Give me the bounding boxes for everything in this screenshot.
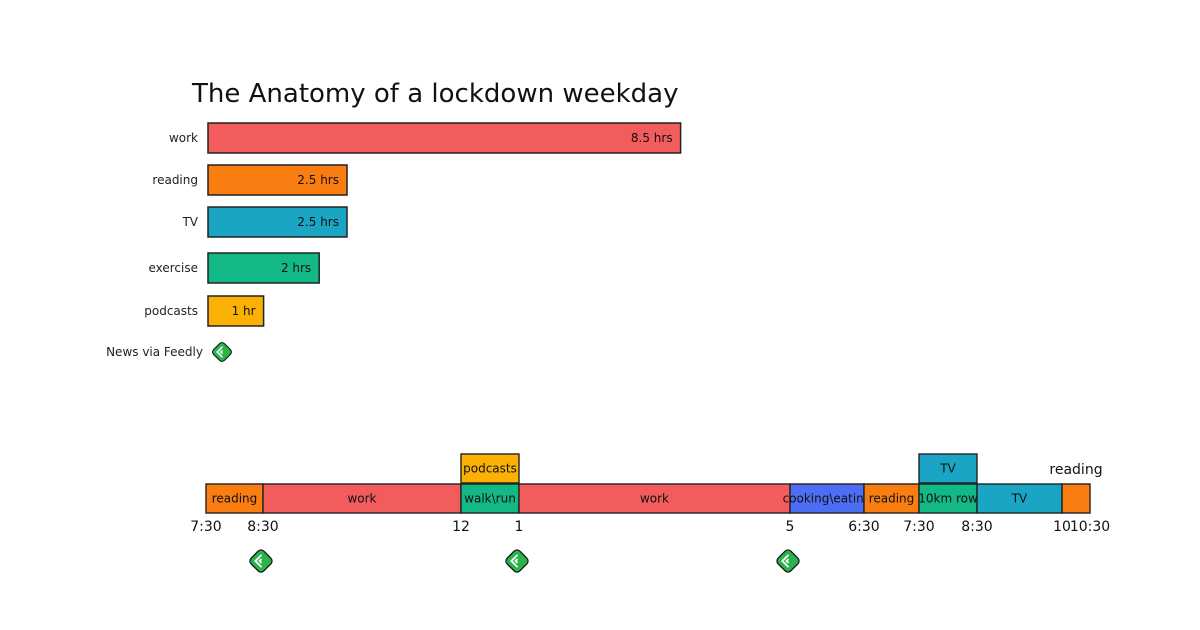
tick-label: 8:30 — [247, 519, 278, 535]
tick-label: 10 — [1053, 519, 1071, 535]
bar-exercise — [207, 252, 320, 284]
segment-exercise-label: walk\run — [464, 492, 516, 506]
value-label: 2.5 hrs — [297, 173, 339, 187]
feedly-icon-body — [776, 549, 800, 573]
tick-label: 1 — [515, 519, 524, 535]
segment-reading-label: reading — [212, 492, 258, 506]
segment-tv-label: TV — [1011, 492, 1028, 506]
timeline-annotation: reading — [1049, 462, 1102, 478]
tick-label: 12 — [452, 519, 470, 535]
feedly-row: News via Feedly — [106, 342, 232, 362]
feedly-icon — [505, 549, 529, 573]
category-label: exercise — [148, 261, 198, 275]
segment-podcasts — [460, 453, 520, 484]
segment-work-label: work — [640, 492, 669, 506]
value-label: 2.5 hrs — [297, 215, 339, 229]
feedly-icon-glyph — [216, 346, 223, 358]
feedly-icon — [249, 549, 273, 573]
feedly-icon-glyph — [510, 554, 518, 568]
feedly-icon-body — [212, 342, 232, 362]
bar-work — [207, 122, 682, 154]
segment-reading — [1061, 483, 1091, 514]
bar-podcasts — [207, 295, 265, 327]
segment-tv-label: TV — [939, 462, 956, 476]
tick-label: 8:30 — [961, 519, 992, 535]
tick-label: 7:30 — [903, 519, 934, 535]
category-label: reading — [152, 173, 198, 187]
value-label: 8.5 hrs — [631, 131, 673, 145]
feedly-icon-body — [505, 549, 529, 573]
segment-exercise — [460, 483, 520, 514]
segment-podcasts-label: podcasts — [463, 462, 517, 476]
feedly-icon-glyph — [254, 554, 262, 568]
chart-title: The Anatomy of a lockdown weekday — [191, 79, 678, 109]
segment-tv — [918, 453, 978, 484]
bar-reading — [207, 164, 348, 196]
segment-tv — [976, 483, 1063, 514]
segment-work — [262, 483, 462, 514]
feedly-markers — [249, 549, 800, 573]
feedly-icon-glyph — [781, 554, 789, 568]
day-timeline: reading work walk\run podcasts work cooking\e… — [205, 453, 1103, 514]
feedly-icon — [212, 342, 232, 362]
category-label: TV — [181, 215, 198, 229]
value-label: 2 hrs — [281, 261, 311, 275]
segment-exercise — [918, 483, 978, 514]
segment-reading — [863, 483, 920, 514]
feedly-row-label: News via Feedly — [106, 345, 203, 359]
tick-label: 7:30 — [190, 519, 221, 535]
tick-label: 6:30 — [848, 519, 879, 535]
value-label: 1 hr — [232, 304, 256, 318]
segment-exercise-label: 10km row — [918, 492, 978, 506]
feedly-icon — [776, 549, 800, 573]
segment-cooking-eating-label: cooking\eating — [783, 492, 872, 506]
segment-work-label: work — [347, 492, 376, 506]
bar-tv — [207, 206, 348, 238]
category-label: podcasts — [144, 304, 198, 318]
feedly-icon-body — [249, 549, 273, 573]
segment-cooking-eating — [789, 483, 865, 514]
segment-work — [518, 483, 791, 514]
tick-label: 5 — [786, 519, 795, 535]
category-label: work — [169, 131, 198, 145]
segment-reading-label: reading — [869, 492, 915, 506]
tick-label: 10:30 — [1070, 519, 1110, 535]
